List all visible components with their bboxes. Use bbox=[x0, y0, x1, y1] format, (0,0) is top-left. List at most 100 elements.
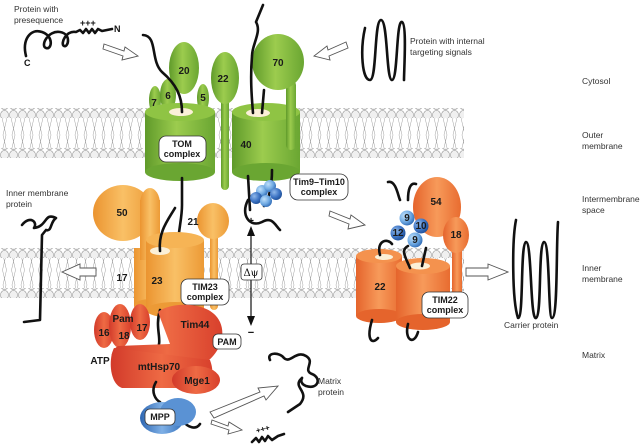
pam17-subunit bbox=[130, 304, 150, 340]
cleaved-presequence-charge: +++ bbox=[255, 423, 271, 435]
tim9-b-subunit bbox=[407, 232, 423, 248]
potential-minus: − bbox=[248, 327, 254, 339]
tim23-label-line2: complex bbox=[187, 292, 224, 302]
matrix-protein-chain bbox=[268, 352, 319, 414]
tim22-label-line1: TIM22 bbox=[432, 295, 458, 305]
tim54-label: 54 bbox=[430, 197, 442, 208]
tim9-b-label: 9 bbox=[412, 235, 418, 246]
mpp-label-box bbox=[144, 408, 176, 426]
tom70-subunit bbox=[252, 34, 304, 90]
mge1-subunit bbox=[172, 366, 220, 394]
mpp-peptidase: MPP bbox=[140, 380, 202, 434]
pam-label-box bbox=[212, 333, 242, 350]
inner-membrane-protein-chain bbox=[20, 215, 58, 324]
tom70-label: 70 bbox=[272, 58, 284, 69]
internal-signal-protein-chain bbox=[360, 18, 407, 82]
tom-complex: 7 6 20 5 22 70 40 TOM complex bbox=[145, 34, 304, 190]
n-terminus-label: N bbox=[114, 24, 121, 34]
cleaved-presequence-chain bbox=[250, 432, 286, 444]
tim9-tim10-complex: Tim9–Tim10 complex bbox=[243, 173, 349, 232]
tim44-label: Tim44 bbox=[181, 320, 210, 331]
arrow-mpp-to-matrix-protein bbox=[209, 385, 280, 419]
mthsp70-label: mtHsp70 bbox=[138, 362, 181, 373]
tim10-label: 10 bbox=[415, 221, 427, 232]
tim9-tim10-label-box bbox=[289, 173, 349, 201]
region-cytosol: Cytosol bbox=[582, 76, 610, 86]
tom22-subunit bbox=[211, 52, 239, 104]
presequence-protein-label-line1: Protein with bbox=[14, 4, 59, 14]
tim12-label: 12 bbox=[392, 228, 404, 239]
tom20-subunit bbox=[169, 42, 199, 94]
tim21-label: 21 bbox=[187, 217, 199, 228]
tim18-subunit bbox=[443, 217, 469, 253]
tom22-label: 22 bbox=[217, 74, 229, 85]
tim12-subunit bbox=[390, 225, 406, 241]
tim9-tim10-label-line2: complex bbox=[301, 187, 338, 197]
matrix-protein-label-line2: protein bbox=[318, 387, 344, 397]
tim18-label: 18 bbox=[450, 230, 462, 241]
region-matrix: Matrix bbox=[582, 350, 606, 360]
region-outer-membrane-line2: membrane bbox=[582, 141, 623, 151]
tom-label-line1: TOM bbox=[172, 139, 192, 149]
pam18-label: 18 bbox=[118, 331, 130, 342]
region-intermembrane-line2: space bbox=[582, 205, 605, 215]
tim9-a-label: 9 bbox=[404, 213, 410, 224]
tim22-label-line2: complex bbox=[427, 305, 464, 315]
pam-label: PAM bbox=[217, 337, 236, 347]
tim50-label: 50 bbox=[116, 208, 128, 219]
tom40-label: 40 bbox=[240, 140, 252, 151]
atp-label: ATP bbox=[90, 356, 110, 367]
mge1-label: Mge1 bbox=[184, 376, 210, 387]
mpp-label: MPP bbox=[150, 412, 170, 422]
arrow-to-carrier-protein bbox=[465, 263, 510, 281]
pam-text-label: Pam bbox=[112, 314, 133, 325]
tim22-complex: 54 18 22 9 10 12 9 TIM22 complex bbox=[356, 177, 469, 343]
tim10-subunit bbox=[413, 218, 429, 234]
arrow-to-inner-membrane-protein bbox=[60, 263, 97, 281]
tom6-subunit bbox=[160, 79, 176, 111]
presequence-protein-chain bbox=[23, 27, 114, 58]
tim23-label-line1: TIM23 bbox=[192, 282, 218, 292]
region-inner-membrane-line2: membrane bbox=[582, 274, 623, 284]
tom20-label: 20 bbox=[178, 66, 190, 77]
tim23-complex: 50 21 17 23 TIM23 complex bbox=[93, 185, 230, 318]
membrane-potential: Δψ + − bbox=[240, 216, 263, 339]
tim44-subunit bbox=[111, 304, 223, 366]
pam16-label: 16 bbox=[98, 328, 110, 339]
delta-psi-label: Δψ bbox=[243, 268, 258, 279]
tim50-subunit bbox=[93, 185, 153, 241]
arrow-mpp-to-presequence bbox=[210, 419, 244, 435]
internal-signal-protein-label-line1: Protein with internal bbox=[410, 36, 485, 46]
chain-through-tom40 bbox=[246, 3, 274, 212]
region-inner-membrane-line1: Inner bbox=[582, 263, 602, 273]
tom7-label: 7 bbox=[151, 98, 157, 109]
carrier-protein-chain bbox=[511, 218, 560, 320]
matrix-protein-label-line1: Matrix bbox=[318, 376, 342, 386]
presequence-charge: +++ bbox=[80, 18, 96, 28]
tom6-label: 6 bbox=[165, 91, 171, 102]
tim22-subunit bbox=[356, 256, 402, 316]
inner-membrane-protein-label-line2: protein bbox=[6, 199, 32, 209]
arrow-internal-to-tom bbox=[312, 41, 349, 61]
tim9-tim10-label-line1: Tim9–Tim10 bbox=[293, 177, 345, 187]
pam16-subunit bbox=[94, 312, 114, 348]
tim23-label-box bbox=[180, 278, 230, 306]
presequence-protein-label-line2: presequence bbox=[14, 15, 63, 25]
c-terminus-label: C bbox=[24, 58, 31, 68]
tim23-label: 23 bbox=[151, 276, 163, 287]
pam18-subunit bbox=[109, 304, 131, 348]
potential-plus: + bbox=[248, 216, 254, 227]
tom-label-line2: complex bbox=[164, 149, 201, 159]
region-outer-membrane-line1: Outer bbox=[582, 130, 603, 140]
tom5-label: 5 bbox=[200, 93, 206, 104]
tim22-label-box bbox=[421, 291, 469, 319]
tim9-a-subunit bbox=[399, 210, 415, 226]
tim17-label: 17 bbox=[116, 273, 128, 284]
internal-signal-protein-label-line2: targeting signals bbox=[410, 47, 472, 57]
tim21-subunit bbox=[197, 203, 229, 239]
tom-complex-label-box bbox=[158, 135, 207, 163]
carrier-protein-label: Carrier protein bbox=[504, 320, 559, 330]
inner-membrane-protein-label-line1: Inner membrane bbox=[6, 188, 69, 198]
pam-motor: 16 Pam 18 17 Tim44 mtHsp70 Mge1 ATP PAM bbox=[90, 304, 242, 394]
